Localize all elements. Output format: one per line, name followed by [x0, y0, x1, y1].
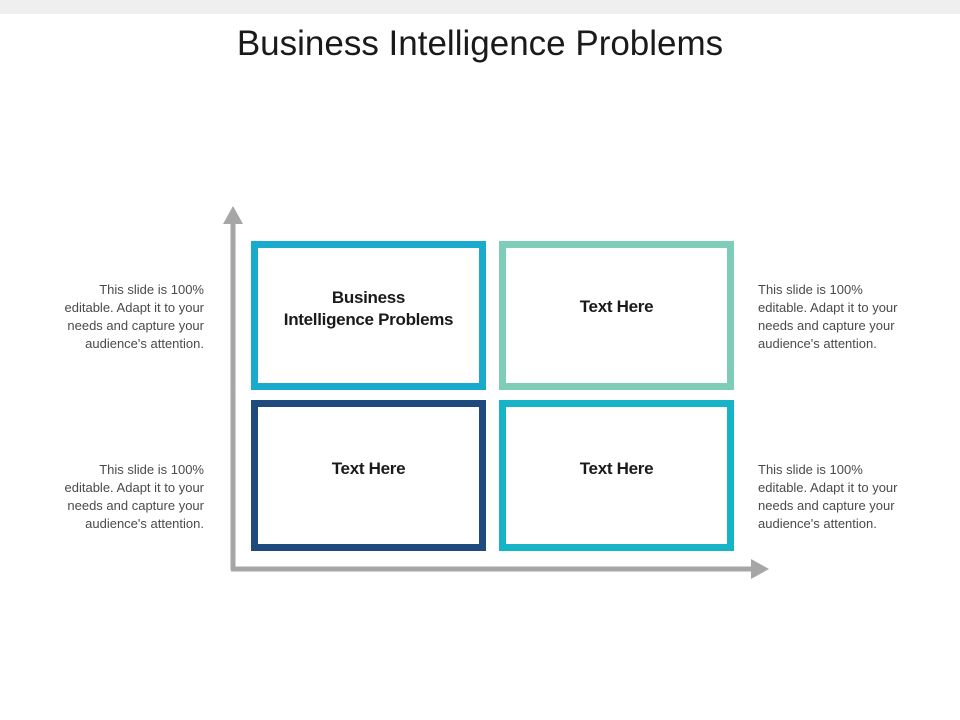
note-bottom-left: This slide is 100% editable. Adapt it to… — [64, 462, 204, 531]
top-strip — [0, 0, 960, 14]
quadrant-top-right[interactable]: Text Here — [499, 241, 734, 390]
slide-title: Business Intelligence Problems — [236, 24, 724, 63]
note-top-left: This slide is 100% editable. Adapt it to… — [64, 282, 204, 351]
quadrant-bottom-left[interactable]: Text Here — [251, 400, 486, 551]
note-top-right: This slide is 100% editable. Adapt it to… — [758, 282, 898, 351]
quadrant-bottom-left-label: Text Here — [331, 459, 406, 478]
y-axis-arrowhead — [223, 206, 243, 224]
quadrant-top-right-label: Text Here — [579, 297, 654, 316]
note-bottom-right: This slide is 100% editable. Adapt it to… — [758, 462, 898, 531]
quadrant-bottom-right-label: Text Here — [579, 459, 654, 478]
quadrant-bottom-right[interactable]: Text Here — [499, 400, 734, 551]
x-axis-arrowhead — [751, 559, 769, 579]
quadrant-top-left-label: Business Intelligence Problems — [283, 287, 454, 329]
quadrant-top-left[interactable]: Business Intelligence Problems — [251, 241, 486, 390]
